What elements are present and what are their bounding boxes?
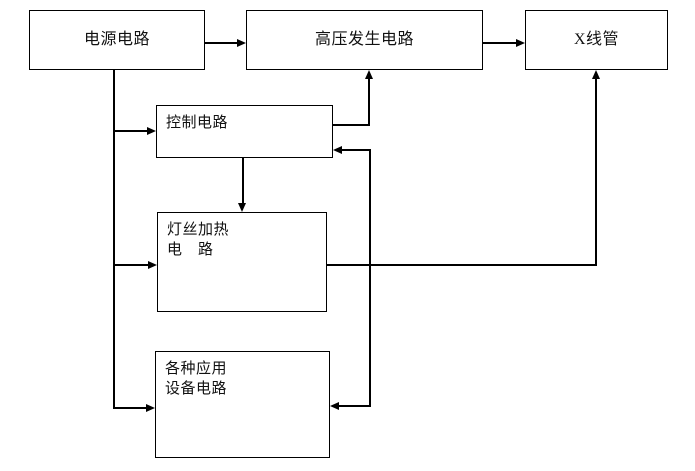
edge-power-to-hv-arrowhead — [237, 38, 246, 47]
edge-feedback-to-appliance-line — [339, 405, 371, 407]
edge-power-to-appliance-arrowhead — [146, 403, 155, 412]
edge-power-to-hv-line — [205, 42, 238, 44]
node-filament-heating-circuit[interactable]: 灯丝加热 电 路 — [157, 212, 327, 312]
edge-feedback-to-control-line — [341, 149, 371, 151]
edge-control-to-filament-arrowhead — [238, 203, 246, 212]
edge-feedback-bus-vertical — [369, 150, 371, 407]
node-high-voltage-generating-circuit[interactable]: 高压发生电路 — [246, 10, 483, 70]
node-application-equipment-circuit-label: 各种应用 设备电路 — [165, 361, 228, 398]
edge-power-to-appliance-line — [113, 407, 146, 409]
node-filament-heating-circuit-label: 灯丝加热 电 路 — [167, 222, 230, 259]
edge-power-trunk-vertical — [113, 70, 115, 409]
edge-hv-to-tube-arrowhead — [516, 38, 525, 47]
node-power-supply-circuit[interactable]: 电源电路 — [29, 10, 205, 70]
edge-control-to-hv-vertical — [368, 79, 370, 125]
edge-filament-to-tube-arrowhead — [591, 70, 600, 79]
node-power-supply-circuit-label: 电源电路 — [83, 31, 150, 49]
edge-power-to-filament-arrowhead — [148, 260, 157, 269]
edge-hv-to-tube-line — [483, 42, 517, 44]
node-application-equipment-circuit[interactable]: 各种应用 设备电路 — [155, 351, 330, 458]
node-xray-tube-label: X线管 — [573, 31, 620, 49]
edge-feedback-to-appliance-arrowhead — [330, 401, 339, 410]
node-control-circuit[interactable]: 控制电路 — [156, 105, 333, 158]
edge-control-to-filament-line — [242, 158, 244, 204]
edge-filament-to-tube-vertical — [595, 79, 597, 265]
edge-power-to-filament-line — [113, 264, 148, 266]
edge-filament-to-tube-horizontal — [327, 264, 597, 266]
edge-control-to-hv-horizontal — [333, 124, 370, 126]
edge-power-to-control-arrowhead — [147, 126, 156, 135]
node-xray-tube[interactable]: X线管 — [525, 10, 668, 70]
edge-control-to-hv-arrowhead — [364, 70, 373, 79]
node-high-voltage-generating-circuit-label: 高压发生电路 — [314, 31, 414, 49]
node-control-circuit-label: 控制电路 — [166, 115, 229, 131]
edge-feedback-to-control-arrowhead — [333, 145, 342, 154]
edge-power-to-control-line — [113, 130, 147, 132]
